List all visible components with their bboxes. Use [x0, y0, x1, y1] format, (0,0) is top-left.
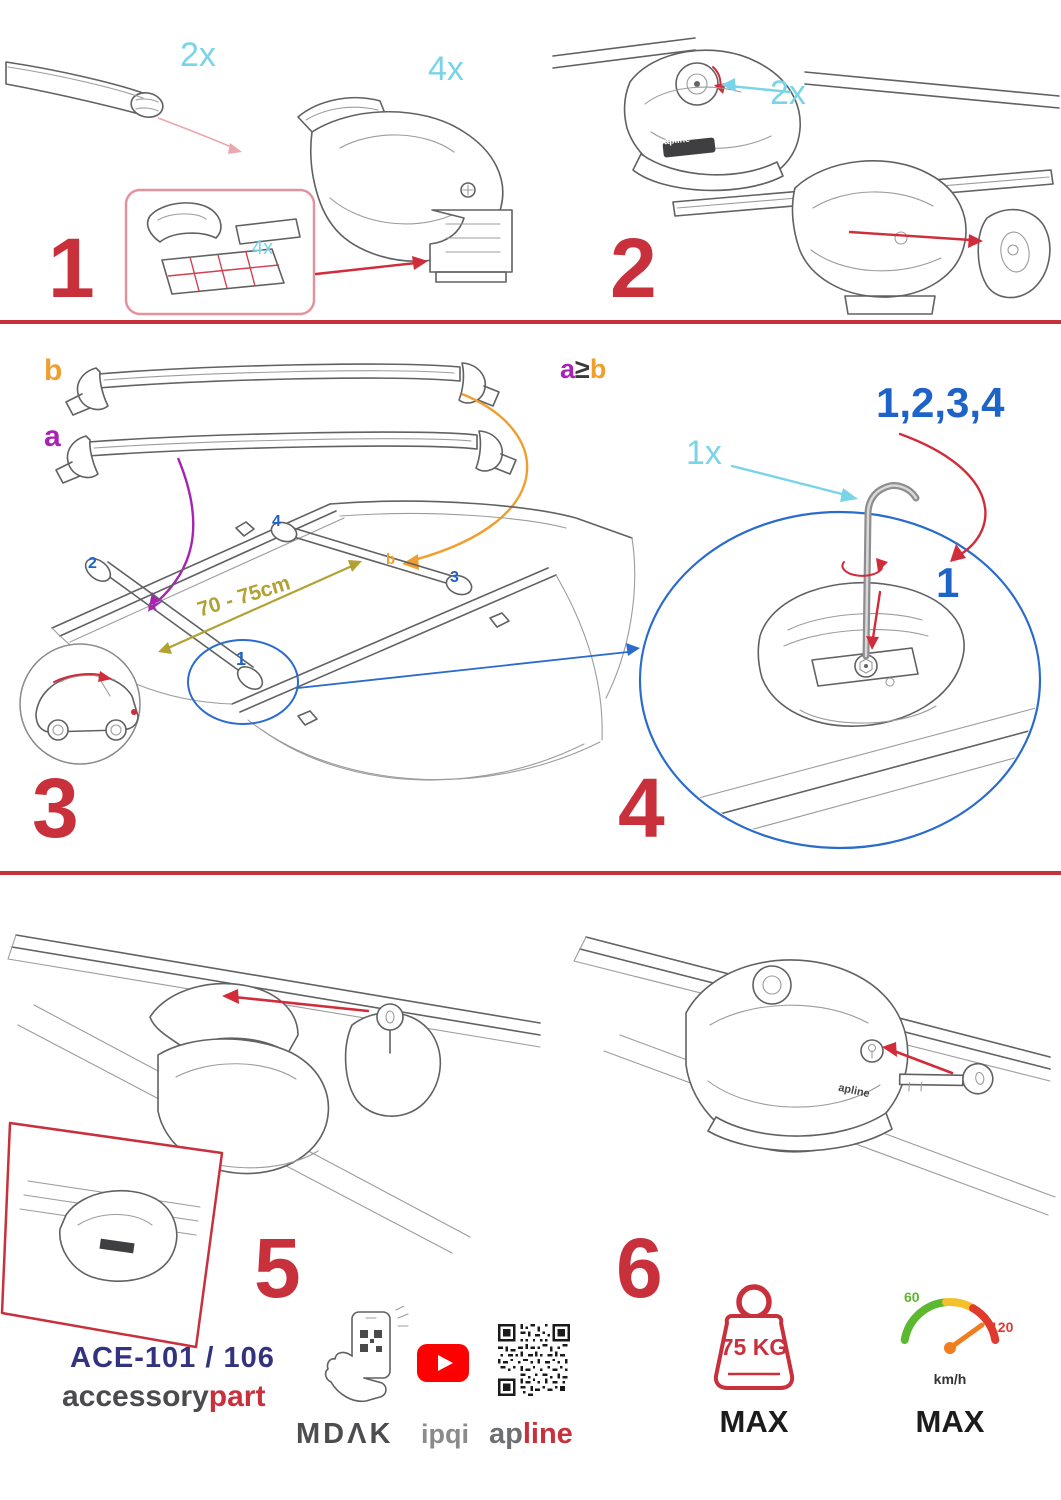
rotate-arrow: [841, 558, 888, 577]
phone-qr: [360, 1330, 382, 1352]
speed-unit-label: km/h: [933, 1371, 967, 1387]
position-1-circle: [187, 639, 299, 725]
roof-bar-a-label: a: [148, 597, 157, 614]
mounted-crossbars: [84, 521, 510, 726]
first-position-label: 1: [936, 559, 960, 606]
crossbar-b-drawing: [65, 362, 500, 416]
section-divider-bottom: [0, 871, 1061, 875]
bar-a-label: a: [44, 420, 61, 453]
foot-cover-slide: [149, 982, 442, 1175]
bar-lines: [552, 37, 1060, 109]
max-weight-label: MAX: [719, 1404, 789, 1439]
sequence-arrow: [898, 432, 987, 562]
roof-position-1: 1: [236, 649, 247, 669]
distance-arrow: [158, 560, 362, 654]
roof-position-2: 2: [88, 555, 97, 572]
brand-accessory: accessory: [62, 1380, 209, 1413]
step-6-number: 6: [616, 1221, 663, 1315]
press-down-arrow: [866, 590, 882, 650]
mdak-logo-text: MDΛK: [296, 1418, 394, 1450]
arrow-b-to-roof: [402, 392, 529, 570]
section-divider-top: [0, 320, 1061, 324]
step-5-number: 5: [254, 1221, 301, 1315]
qty-tool-arrow: [730, 464, 858, 502]
bar-foot-endcap: [672, 160, 1054, 315]
detail-rails: [675, 707, 1038, 843]
brand-wordmark: accessorypart: [62, 1382, 265, 1412]
condition-operator: ≥: [575, 354, 590, 384]
step-2-illustration: [552, 37, 1060, 315]
qty-locks-label: 2x: [770, 74, 806, 112]
qr-modules: [498, 1324, 568, 1396]
qty-locks-arrow: [721, 78, 792, 94]
key-arrow: [882, 1042, 954, 1075]
step-1-illustration: [5, 61, 513, 316]
qty-bars-label: 2x: [180, 36, 216, 74]
clamp-foot: [297, 96, 513, 283]
speed-max-value-label: 120: [990, 1319, 1014, 1335]
ipqi-logo-text: ipqi: [421, 1419, 469, 1449]
apline-logo-text: apline: [489, 1420, 573, 1449]
qty-feet-label: 4x: [428, 50, 464, 88]
speedometer-icon: [900, 1298, 1000, 1354]
condition-b: b: [589, 354, 607, 384]
key: [898, 1062, 994, 1095]
qty-pads-label: 4x: [252, 237, 274, 259]
foot-with-knob: [623, 49, 801, 192]
step-1-number: 1: [48, 221, 95, 315]
max-weight-icon: [713, 1284, 795, 1390]
phone-scan-icon: [324, 1306, 409, 1403]
locked-foot-inset: [0, 1121, 224, 1349]
qty-tool-label: 1x: [686, 434, 722, 472]
step-2-number: 2: [610, 221, 657, 315]
leader-line: [157, 117, 242, 154]
qr-finders: [498, 1324, 570, 1396]
roof-position-3: 3: [450, 569, 459, 586]
detail-foot-topview: [757, 582, 965, 727]
apline-line: line: [522, 1418, 573, 1450]
allen-key: [862, 482, 920, 660]
pad-inset: [124, 188, 316, 316]
tighten-order-label: 1,2,3,4: [876, 379, 1005, 426]
speed-max-label: MAX: [915, 1404, 985, 1439]
car-inset: [19, 643, 141, 765]
inset-arrow: [314, 256, 428, 276]
step-3-number: 3: [32, 761, 79, 855]
arrow-roof-to-detail: [297, 643, 640, 689]
max-weight-value: 75 KG: [720, 1334, 788, 1360]
youtube-icon: [417, 1344, 469, 1382]
model-number: ACE-101 / 106: [70, 1342, 275, 1374]
qr-code: [498, 1324, 570, 1396]
apline-ap: ap: [489, 1418, 523, 1450]
step-4-number: 4: [618, 761, 665, 855]
condition-a: a: [560, 354, 576, 384]
crossbar-profile: [5, 61, 164, 119]
condition-label: a≥b: [560, 356, 606, 383]
speed-min-label: 60: [904, 1289, 920, 1305]
bar-b-label: b: [44, 354, 63, 387]
step-3-4-illustration: [19, 362, 1042, 850]
crossbar-a-drawing: [55, 430, 517, 484]
step-6-illustration: [573, 936, 1056, 1216]
roof-position-4: 4: [272, 513, 281, 530]
foot-with-lock: [685, 959, 909, 1153]
brand-part: part: [208, 1380, 266, 1413]
roof-bar-b-label: b: [386, 551, 396, 568]
step-5-illustration: [0, 934, 541, 1349]
